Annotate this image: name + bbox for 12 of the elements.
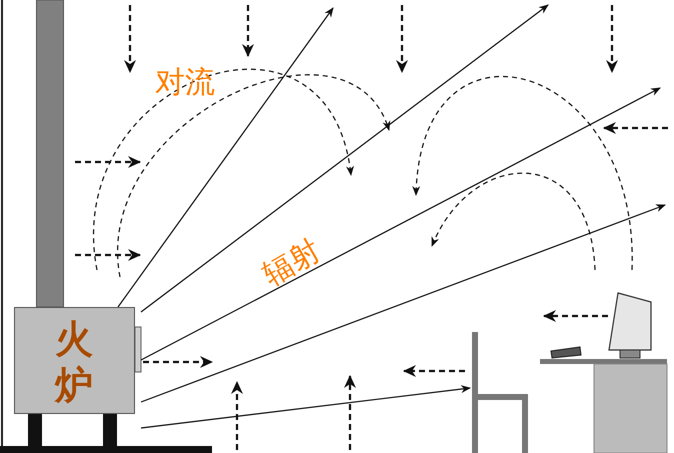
label-text: 辐射: [258, 235, 326, 291]
radiation-arrow: [140, 204, 666, 403]
radiation-arrow: [140, 385, 471, 429]
stove: [14, 307, 135, 414]
stove-label: 火炉: [53, 316, 94, 408]
chair-drawing: [470, 330, 530, 453]
label-text: 对流: [155, 68, 215, 98]
chimney: [36, 0, 64, 307]
direction-arrow: [143, 356, 213, 368]
radiation-arrow: [140, 87, 661, 361]
radiation-arrow: [140, 4, 549, 312]
radiation-arrow: [118, 7, 334, 308]
